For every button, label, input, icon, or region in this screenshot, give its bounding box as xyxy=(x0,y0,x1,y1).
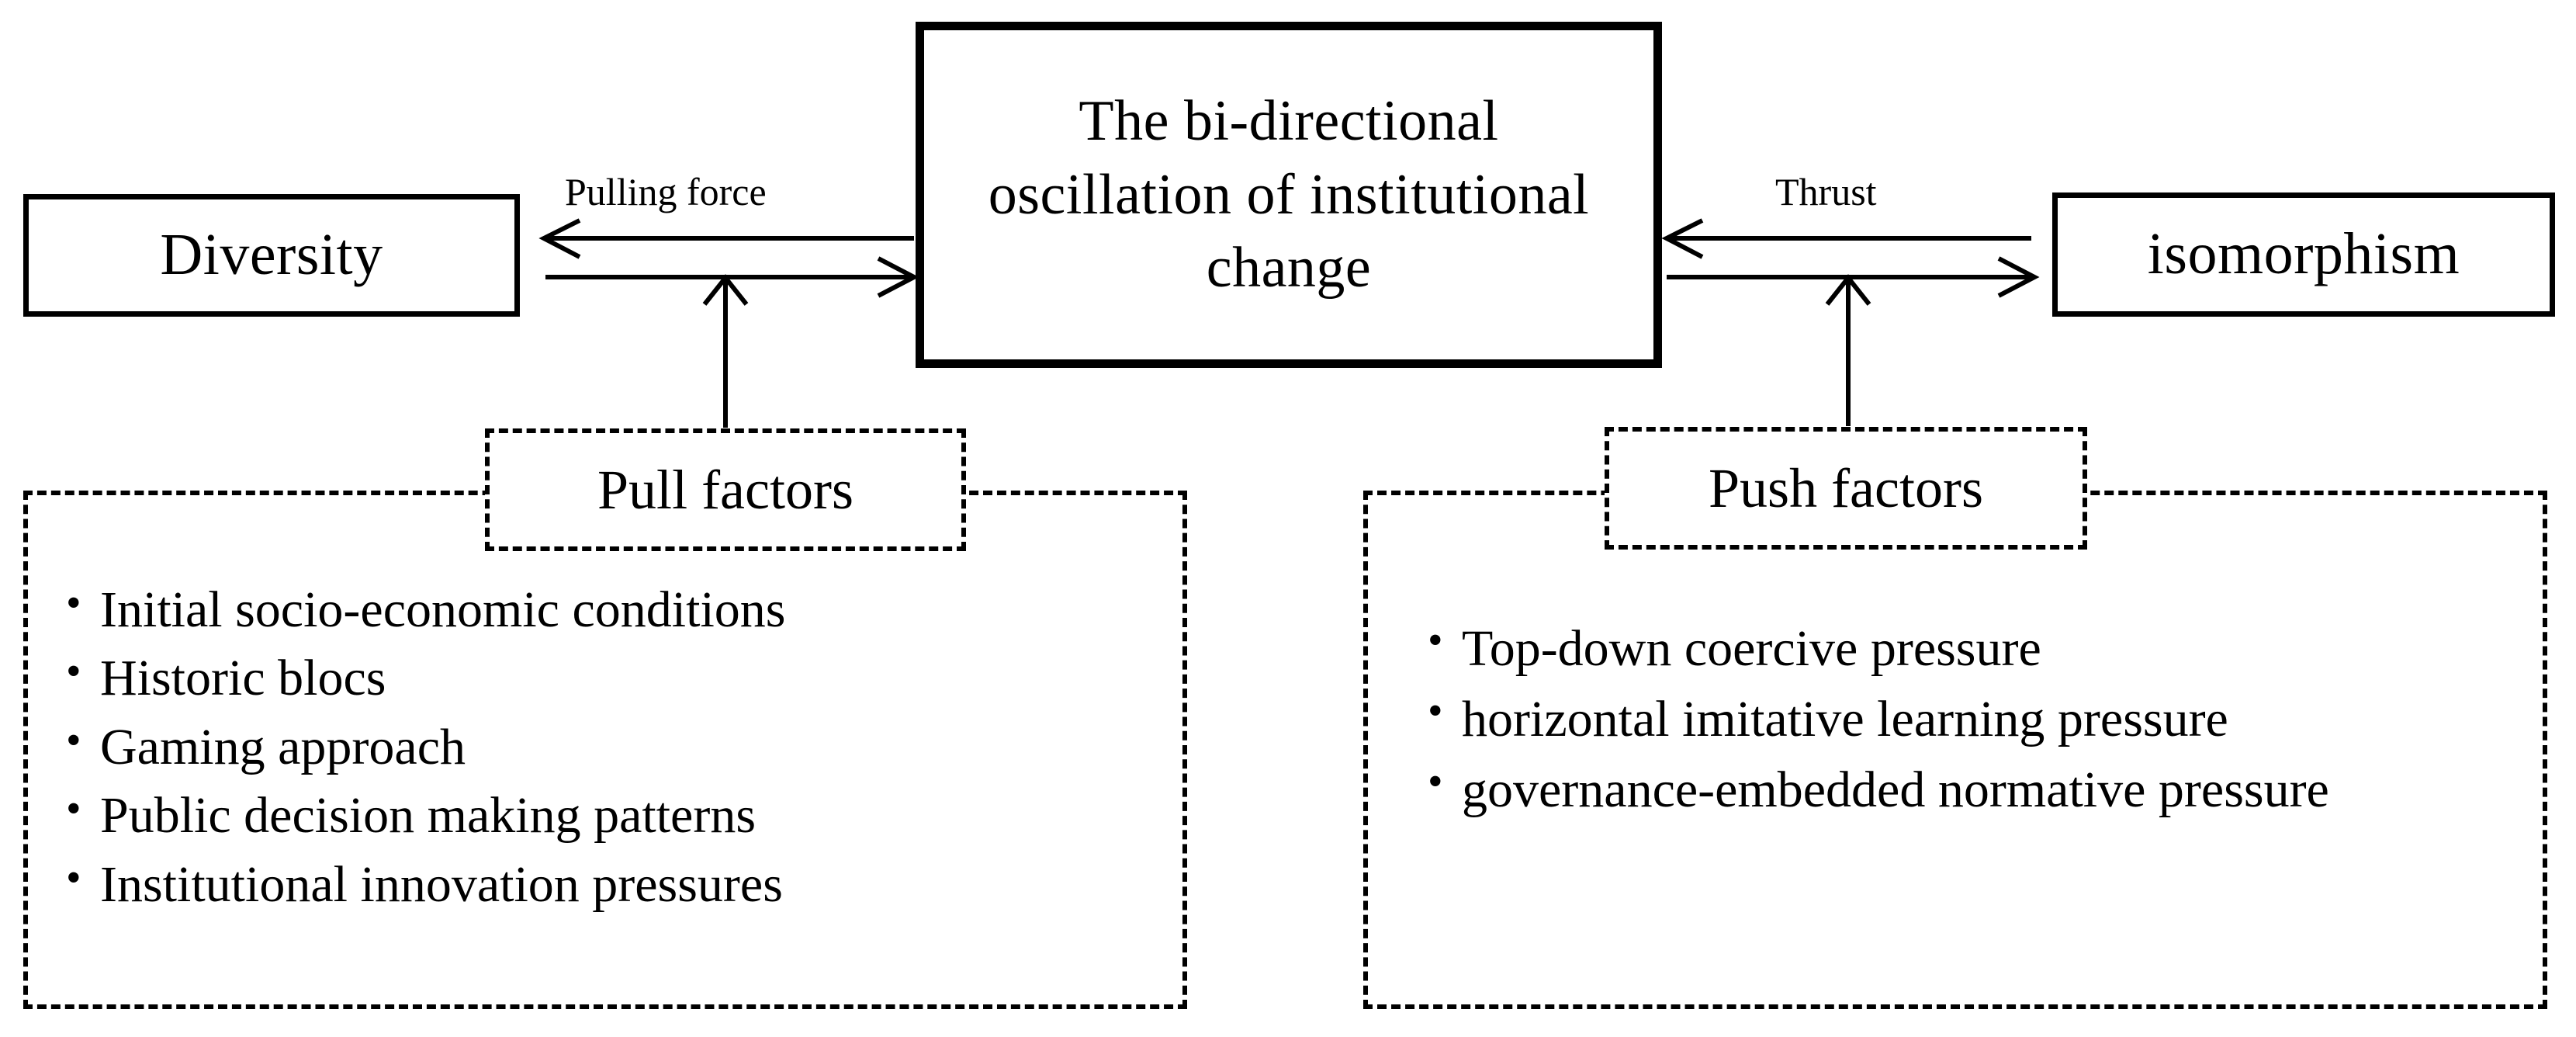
push-factors-label: Push factors xyxy=(1709,457,1983,519)
node-isomorphism-label: isomorphism xyxy=(2147,221,2460,287)
right-connector-arrow xyxy=(1661,218,2040,426)
list-item: horizontal imitative learning pressure xyxy=(1428,682,2329,754)
pull-factors-label-box[interactable]: Pull factors xyxy=(485,428,966,551)
list-item: Top-down coercive pressure xyxy=(1428,612,2329,684)
node-center-label: The bi-directional oscillation of instit… xyxy=(988,88,1590,300)
list-item: Gaming approach xyxy=(66,712,785,782)
list-item: Historic blocs xyxy=(66,643,785,713)
pull-factors-label: Pull factors xyxy=(597,459,853,521)
list-item: governance-embedded normative pressure xyxy=(1428,753,2329,825)
right-connector-caption: Thrust xyxy=(1775,170,1877,213)
push-factors-list: Top-down coercive pressure horizontal im… xyxy=(1428,612,2329,825)
node-isomorphism[interactable]: isomorphism xyxy=(2052,192,2555,317)
left-connector-caption: Pulling force xyxy=(565,170,767,213)
list-item: Public decision making patterns xyxy=(66,780,785,850)
list-item: Initial socio-economic conditions xyxy=(66,574,785,644)
pull-factors-list: Initial socio-economic conditions Histor… xyxy=(66,574,785,919)
left-connector-arrow xyxy=(538,218,919,428)
push-factors-label-box[interactable]: Push factors xyxy=(1605,427,2087,550)
list-item: Institutional innovation pressures xyxy=(66,849,785,919)
node-diversity[interactable]: Diversity xyxy=(23,194,520,317)
node-center[interactable]: The bi-directional oscillation of instit… xyxy=(916,22,1662,368)
node-diversity-label: Diversity xyxy=(160,222,383,288)
